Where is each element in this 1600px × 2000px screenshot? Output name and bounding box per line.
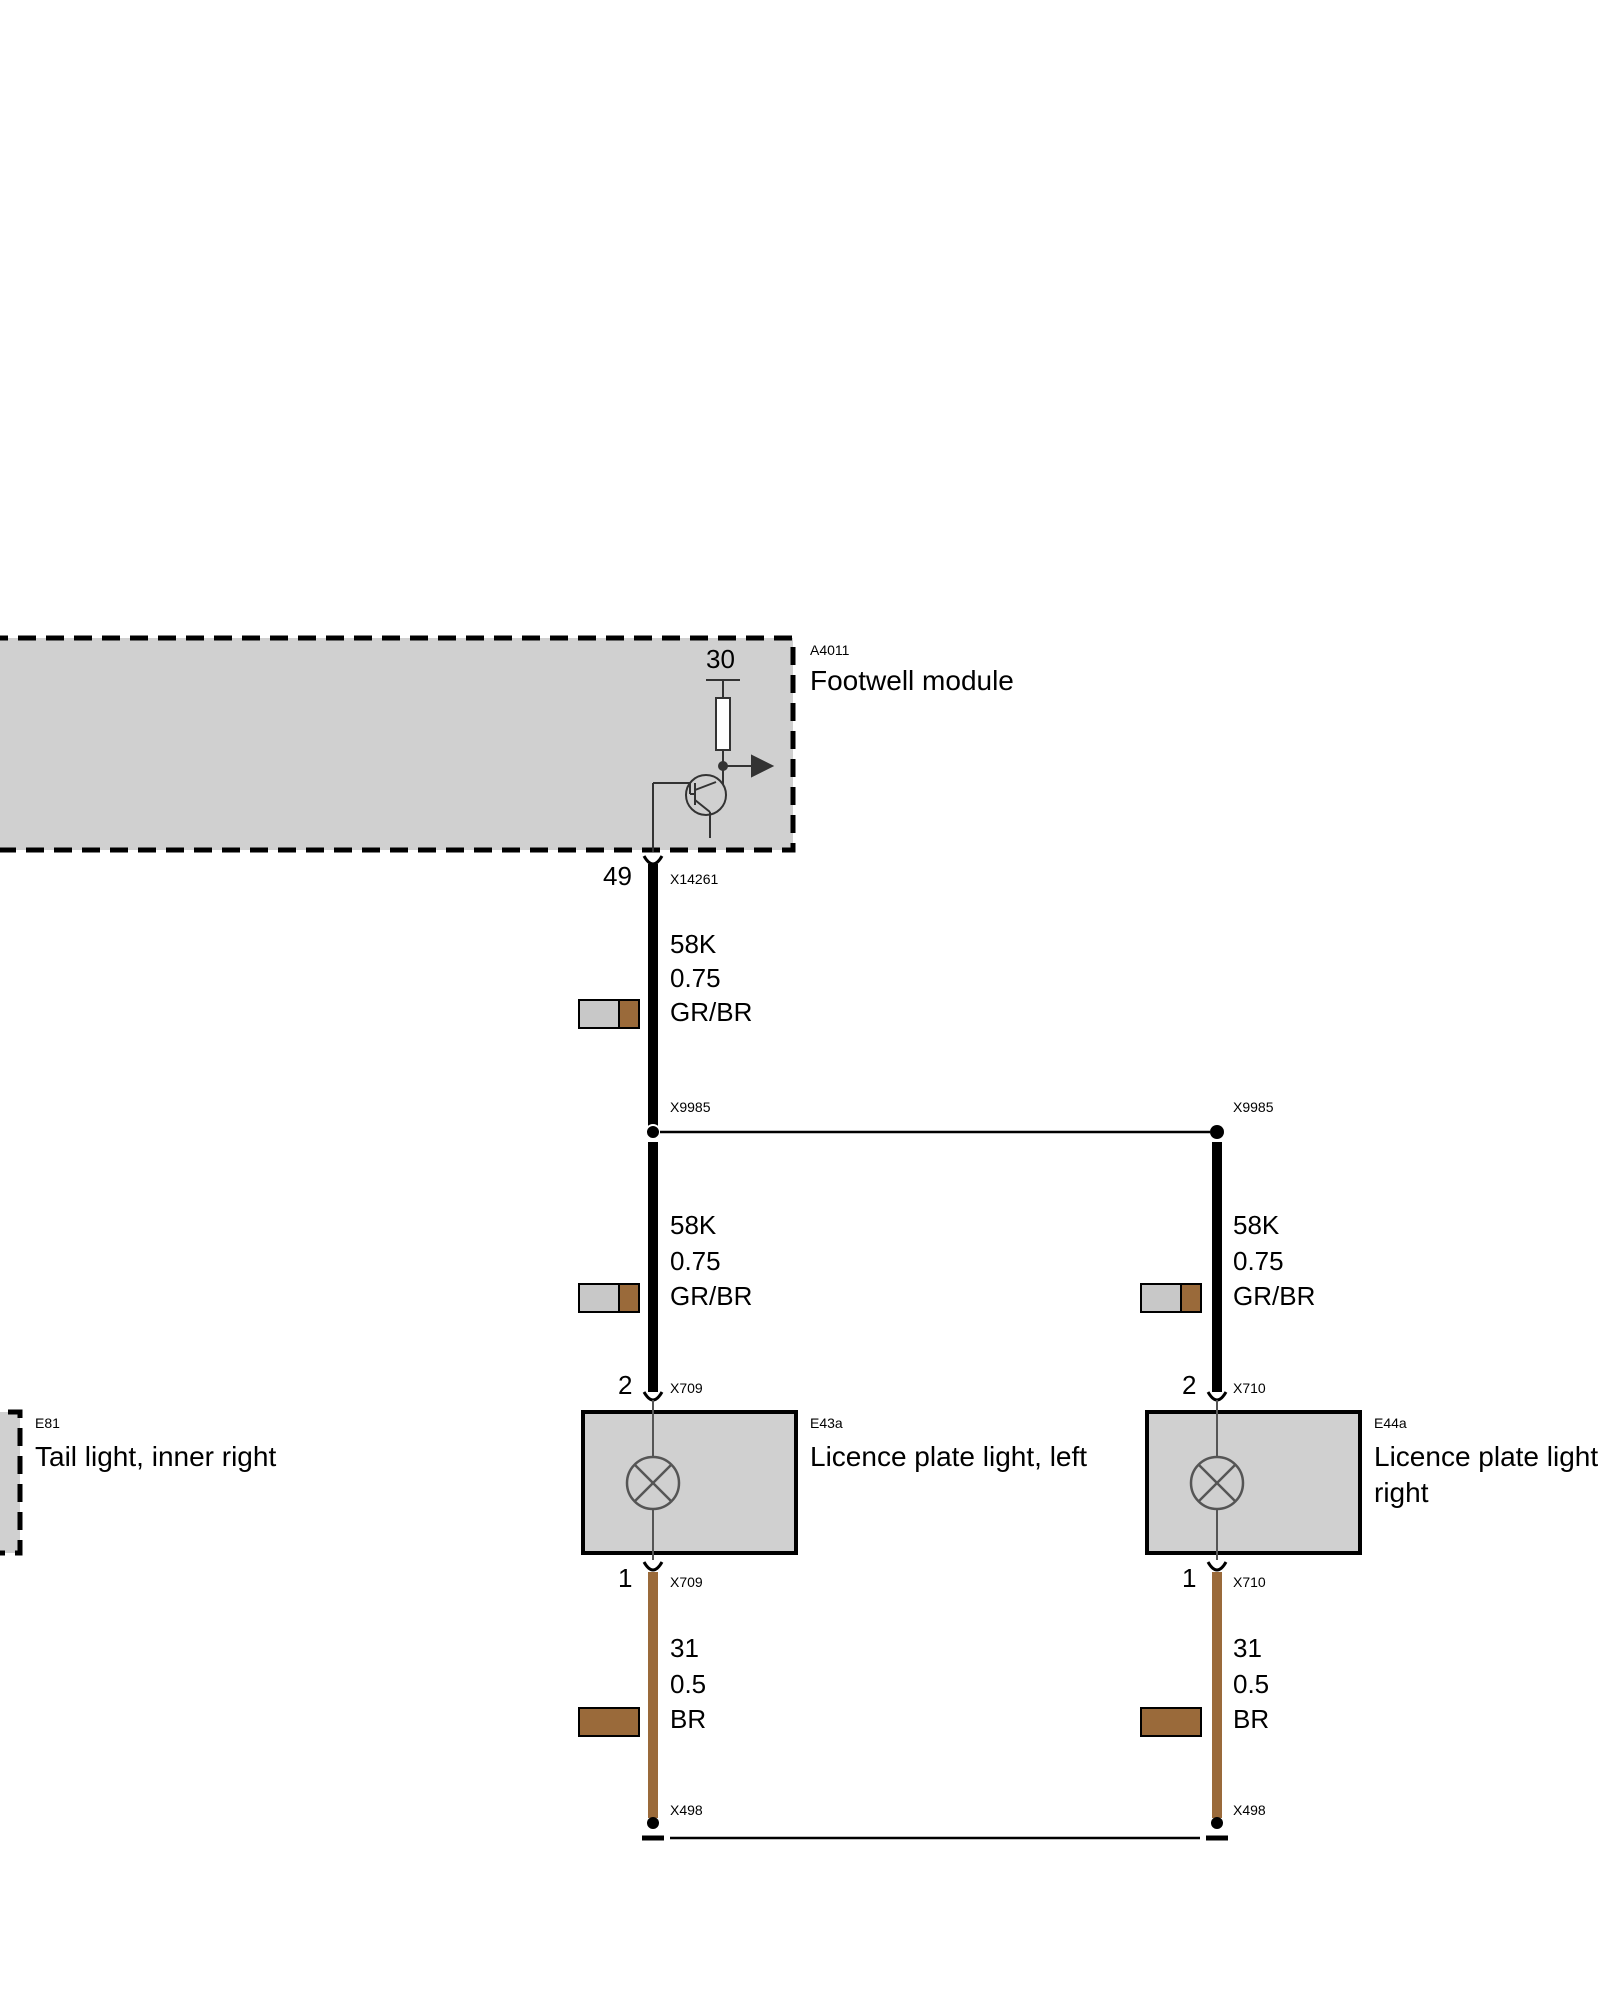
- tail-light-module[interactable]: E81 Tail light, inner right: [0, 1409, 276, 1556]
- tail-light-box: [0, 1409, 23, 1556]
- wire-left-ground-circuit: 31: [670, 1633, 699, 1663]
- footwell-module-name: Footwell module: [810, 665, 1014, 696]
- wire-left-ground-color: BR: [670, 1704, 706, 1734]
- wire-main-gauge: 0.75: [670, 963, 721, 993]
- footwell-pin: 49: [603, 861, 632, 891]
- footwell-connector: X14261: [670, 871, 718, 887]
- lamp-icon: [1189, 1455, 1245, 1511]
- connector-hook-x14261: [642, 855, 664, 866]
- plate-left-pin-bottom: 1: [618, 1563, 632, 1593]
- plate-left-pin-top: 2: [618, 1370, 632, 1400]
- plate-right-connector-top: X710: [1233, 1380, 1266, 1396]
- plate-light-left-box: [581, 1410, 798, 1555]
- splice-upper-left-label: X9985: [670, 1099, 711, 1115]
- wire-right-ground-gauge: 0.5: [1233, 1669, 1269, 1699]
- tail-light-name: Tail light, inner right: [35, 1441, 276, 1472]
- plate-left-connector-top: X709: [670, 1380, 703, 1396]
- wire-main-color: GR/BR: [670, 997, 752, 1027]
- wire-right-feed-color: GR/BR: [1233, 1281, 1315, 1311]
- wire-left-feed-color: GR/BR: [670, 1281, 752, 1311]
- connector-hook-x709-bottom: [642, 1561, 664, 1572]
- wire-main-swatch: [578, 999, 640, 1029]
- plate-light-right-name-2: right: [1374, 1477, 1429, 1508]
- plate-light-right[interactable]: E44a Licence plate light, right: [1145, 1400, 1600, 1560]
- plate-right-connector-bottom: X710: [1233, 1574, 1266, 1590]
- plate-left-connector-bottom: X709: [670, 1574, 703, 1590]
- wire-right-ground-circuit: 31: [1233, 1633, 1262, 1663]
- plate-right-pin-top: 2: [1182, 1370, 1196, 1400]
- wire-left-feed-swatch: [578, 1283, 640, 1313]
- wire-left-ground-gauge: 0.5: [670, 1669, 706, 1699]
- wire-right-feed-circuit: 58K: [1233, 1210, 1280, 1240]
- splice-upper-right: [1210, 1125, 1224, 1139]
- footwell-module-code: A4011: [810, 642, 850, 658]
- connector-hook-x710-bottom: [1206, 1561, 1228, 1572]
- footwell-module[interactable]: A4011 Footwell module 30: [0, 635, 1014, 853]
- plate-right-pin-bottom: 1: [1182, 1563, 1196, 1593]
- wire-left-feed-gauge: 0.75: [670, 1246, 721, 1276]
- plate-light-left[interactable]: E43a Licence plate light, left: [581, 1400, 1087, 1560]
- output-stage-symbol: 30: [652, 644, 775, 852]
- plate-light-right-name-1: Licence plate light,: [1374, 1441, 1600, 1472]
- splice-lower-right: [1211, 1817, 1223, 1829]
- connector-hook-x709-top: [642, 1391, 664, 1402]
- connector-hook-x710-top: [1206, 1391, 1228, 1402]
- tail-light-code: E81: [35, 1415, 60, 1431]
- wire-right-ground-swatch: [1140, 1707, 1202, 1737]
- wire-left-feed-circuit: 58K: [670, 1210, 717, 1240]
- wire-right-feed-swatch: [1140, 1283, 1202, 1313]
- supply-terminal-label: 30: [706, 644, 735, 674]
- splice-upper-right-label: X9985: [1233, 1099, 1274, 1115]
- lamp-icon: [625, 1455, 681, 1511]
- wire-left-ground-swatch: [578, 1707, 640, 1737]
- plate-light-left-code: E43a: [810, 1415, 843, 1431]
- wire-right-ground-color: BR: [1233, 1704, 1269, 1734]
- splice-lower-left-label: X498: [670, 1802, 703, 1818]
- wire-right-feed-gauge: 0.75: [1233, 1246, 1284, 1276]
- splice-lower-left: [647, 1817, 659, 1829]
- splice-upper-left: [645, 1124, 661, 1140]
- footwell-module-box: [0, 635, 796, 853]
- plate-light-right-code: E44a: [1374, 1415, 1407, 1431]
- wire-main-circuit: 58K: [670, 929, 717, 959]
- plate-light-right-box: [1145, 1410, 1362, 1555]
- splice-lower-right-label: X498: [1233, 1802, 1266, 1818]
- plate-light-left-name: Licence plate light, left: [810, 1441, 1087, 1472]
